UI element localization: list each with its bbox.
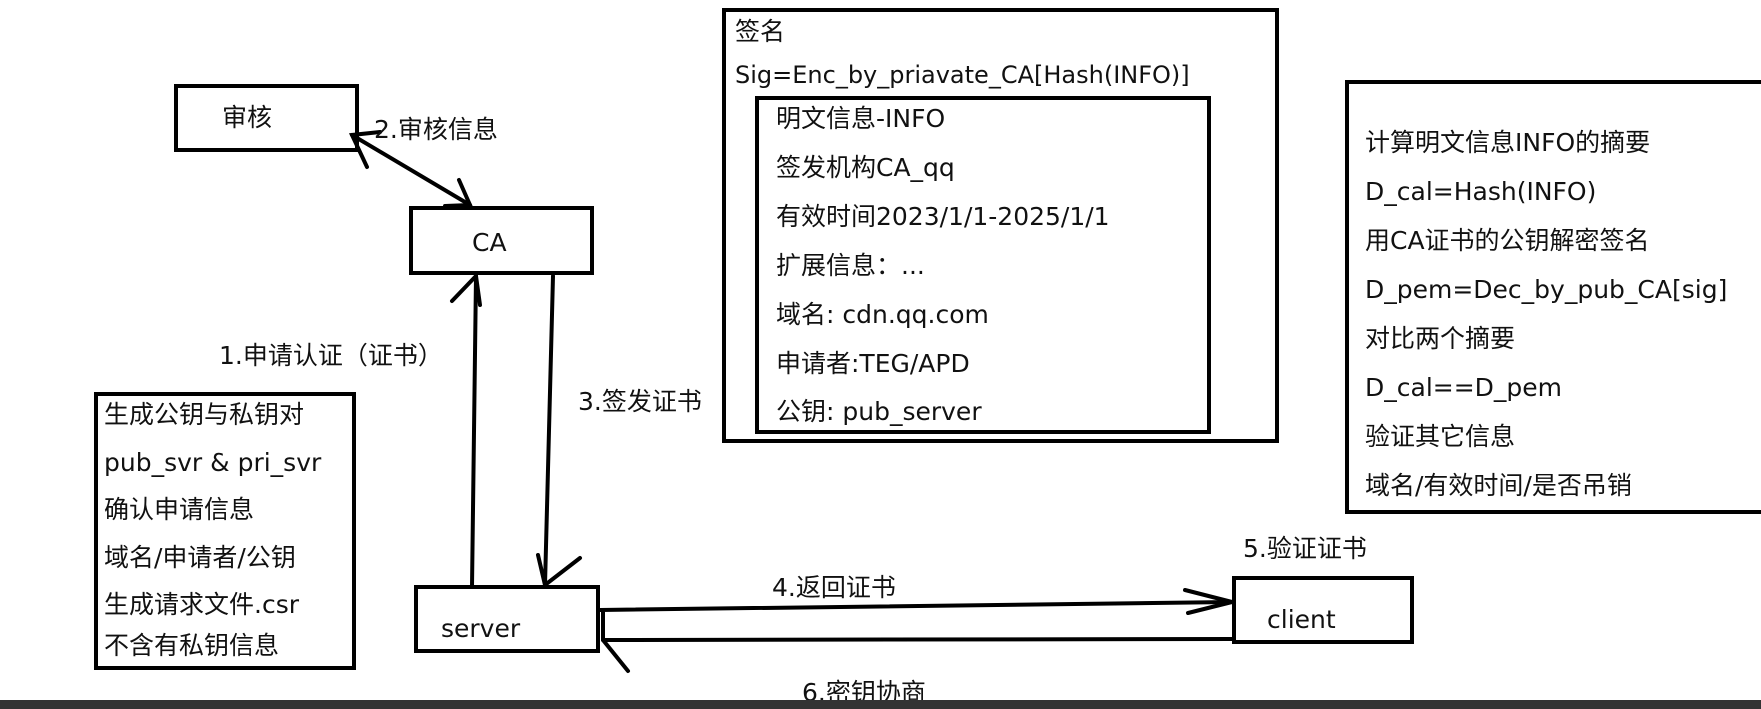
edge-audit-line bbox=[350, 133, 472, 207]
client-note-line: D_cal=Hash(INFO) bbox=[1365, 177, 1597, 206]
server-note-line: 生成请求文件.csr bbox=[104, 590, 299, 619]
cert-info-line: 扩展信息：... bbox=[776, 251, 925, 280]
client-note-line: D_pem=Dec_by_pub_CA[sig] bbox=[1365, 275, 1728, 304]
audit-node-label: 审核 bbox=[222, 103, 273, 132]
edge-audit-arrowhead bbox=[348, 130, 382, 169]
client-note-line: D_cal==D_pem bbox=[1365, 373, 1563, 402]
edge-apply-line bbox=[470, 274, 478, 589]
server-node: server bbox=[414, 585, 600, 653]
client-note-line: 域名/有效时间/是否吊销 bbox=[1365, 471, 1632, 500]
edge-label-issue: 3.签发证书 bbox=[578, 387, 702, 416]
cert-info-line: 有效时间2023/1/1-2025/1/1 bbox=[776, 202, 1110, 231]
cert-info-line: 明文信息-INFO bbox=[776, 104, 946, 133]
edge-apply-arrowhead bbox=[450, 271, 482, 307]
cert-info-line: 签发机构CA_qq bbox=[776, 153, 955, 182]
client-node-label: client bbox=[1267, 605, 1336, 634]
edge-label-apply: 1.申请认证（证书） bbox=[219, 341, 443, 370]
cert-info-line: 公钥: pub_server bbox=[776, 397, 982, 426]
ca-node: CA bbox=[409, 206, 594, 275]
server-node-label: server bbox=[441, 614, 521, 643]
cert-info-line: 域名: cdn.qq.com bbox=[776, 300, 989, 329]
certificate-info-box: 明文信息-INFO 签发机构CA_qq 有效时间2023/1/1-2025/1/… bbox=[755, 96, 1211, 434]
signature-title: 签名 bbox=[735, 17, 786, 46]
edge-negotiation-line bbox=[601, 637, 1234, 642]
client-note-line: 计算明文信息INFO的摘要 bbox=[1365, 128, 1651, 157]
edge-return-line bbox=[598, 600, 1234, 612]
client-note-line: 对比两个摘要 bbox=[1365, 324, 1516, 353]
client-notes: 计算明文信息INFO的摘要 D_cal=Hash(INFO) 用CA证书的公钥解… bbox=[1345, 80, 1761, 514]
server-note-line: pub_svr & pri_svr bbox=[104, 448, 322, 477]
signature-formula: Sig=Enc_by_priavate_CA[Hash(INFO)] bbox=[735, 61, 1190, 89]
cert-info-line: 申请者:TEG/APD bbox=[776, 349, 970, 378]
client-node: client bbox=[1232, 576, 1414, 644]
server-notes: 生成公钥与私钥对 pub_svr & pri_svr 确认申请信息 域名/申请者… bbox=[94, 392, 356, 670]
client-note-line: 用CA证书的公钥解密签名 bbox=[1365, 226, 1650, 255]
edge-label-verify-cert: 5.验证证书 bbox=[1243, 534, 1367, 563]
server-note-line: 域名/申请者/公钥 bbox=[104, 543, 296, 572]
edge-label-audit-info: 2.审核信息 bbox=[374, 115, 498, 144]
edge-negotiation-arrowhead bbox=[601, 608, 630, 673]
client-note-line: 验证其它信息 bbox=[1365, 422, 1516, 451]
server-note-line: 确认申请信息 bbox=[104, 495, 255, 524]
server-note-line: 生成公钥与私钥对 bbox=[104, 400, 305, 429]
audit-node: 审核 bbox=[174, 84, 359, 152]
server-note-line: 不含有私钥信息 bbox=[104, 631, 280, 660]
edge-issue-line bbox=[543, 274, 555, 587]
edge-ca-arrowhead bbox=[443, 178, 474, 208]
edge-label-return-cert: 4.返回证书 bbox=[772, 573, 896, 602]
ca-node-label: CA bbox=[472, 228, 507, 257]
certificate-box: 签名 Sig=Enc_by_priavate_CA[Hash(INFO)] bbox=[722, 8, 1279, 443]
bottom-border bbox=[0, 700, 1761, 709]
